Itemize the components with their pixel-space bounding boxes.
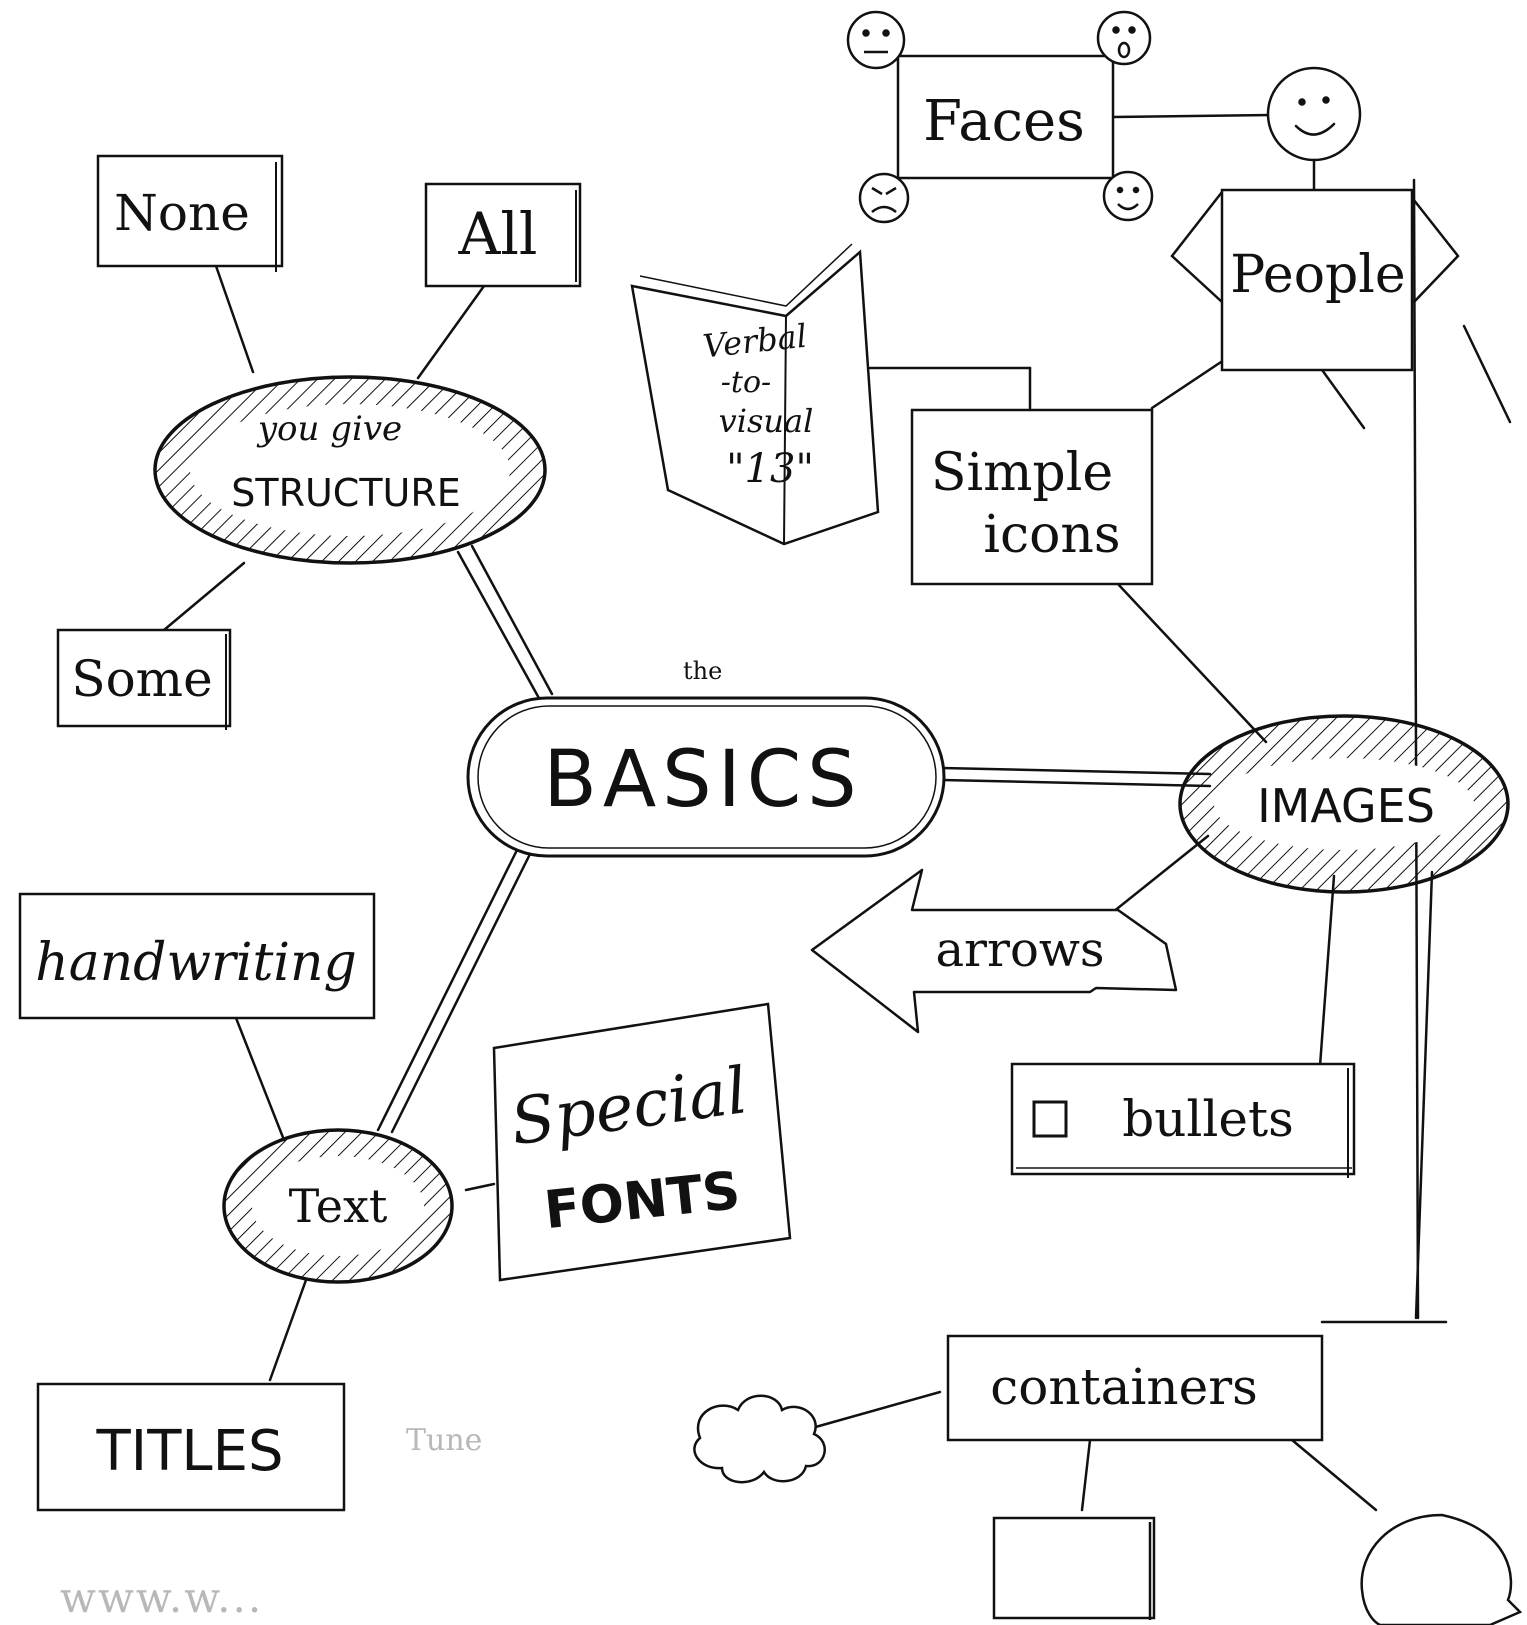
bullets-label: bullets bbox=[1122, 1090, 1294, 1148]
surprised-face-icon bbox=[1096, 10, 1152, 66]
images-hub-label: IMAGES bbox=[1257, 779, 1435, 833]
titles-label: TITLES bbox=[95, 1419, 283, 1484]
some-box: Some bbox=[56, 628, 232, 730]
simple-icons-box: Simple icons bbox=[910, 408, 1154, 586]
text-node: Text bbox=[222, 1128, 454, 1284]
book-line4: "13" bbox=[726, 446, 814, 492]
person-icon bbox=[1170, 66, 1512, 430]
structure-line2: STRUCTURE bbox=[231, 471, 461, 515]
none-label: None bbox=[114, 184, 250, 242]
none-box: None bbox=[96, 154, 284, 272]
faces-label: Faces bbox=[923, 89, 1085, 154]
handwriting-box: handwriting bbox=[18, 892, 376, 1020]
some-label: Some bbox=[71, 650, 212, 708]
containers-box: containers bbox=[946, 1334, 1324, 1442]
people-box: People bbox=[1220, 188, 1414, 372]
structure-line1: you give bbox=[256, 409, 402, 449]
text-hub-label: Text bbox=[289, 1179, 388, 1233]
special-fonts-box: Special FONTS bbox=[492, 1002, 792, 1282]
basics-label: BASICS bbox=[543, 735, 862, 825]
connector-lines bbox=[162, 113, 1448, 1512]
all-box: All bbox=[424, 182, 582, 288]
containers-label: containers bbox=[990, 1358, 1258, 1416]
structure-node: you give STRUCTURE bbox=[153, 375, 547, 565]
arrows-shape: arrows bbox=[810, 868, 1178, 1034]
handwriting-label: handwriting bbox=[35, 933, 357, 993]
simple-label: Simple bbox=[931, 443, 1113, 503]
cloud-icon bbox=[693, 1394, 826, 1484]
book-line3: visual bbox=[719, 402, 814, 440]
checkbox-icon bbox=[1032, 1100, 1068, 1138]
icons-label: icons bbox=[983, 505, 1120, 565]
book-icon: Verbal -to- visual "13" bbox=[630, 243, 880, 546]
images-node: IMAGES bbox=[1178, 714, 1510, 894]
arrows-label: arrows bbox=[935, 922, 1104, 978]
basics-prefix: the bbox=[683, 657, 722, 685]
bullets-box: bullets bbox=[1010, 1062, 1356, 1178]
speech-bubble-icon bbox=[1360, 1513, 1523, 1625]
faces-box: Faces bbox=[896, 54, 1115, 180]
square-container-icon bbox=[992, 1516, 1156, 1620]
faint-note: Tune bbox=[406, 1423, 482, 1458]
neutral-face-icon bbox=[846, 10, 906, 70]
angry-face-icon bbox=[858, 172, 910, 224]
people-label: People bbox=[1230, 245, 1405, 305]
all-label: All bbox=[458, 200, 538, 268]
titles-box: TITLES bbox=[36, 1382, 346, 1512]
basics-node: the BASICS bbox=[466, 657, 946, 858]
faint-url: www.w... bbox=[60, 1573, 263, 1622]
book-line2: -to- bbox=[721, 365, 771, 400]
smiling-face-icon bbox=[1102, 170, 1154, 222]
